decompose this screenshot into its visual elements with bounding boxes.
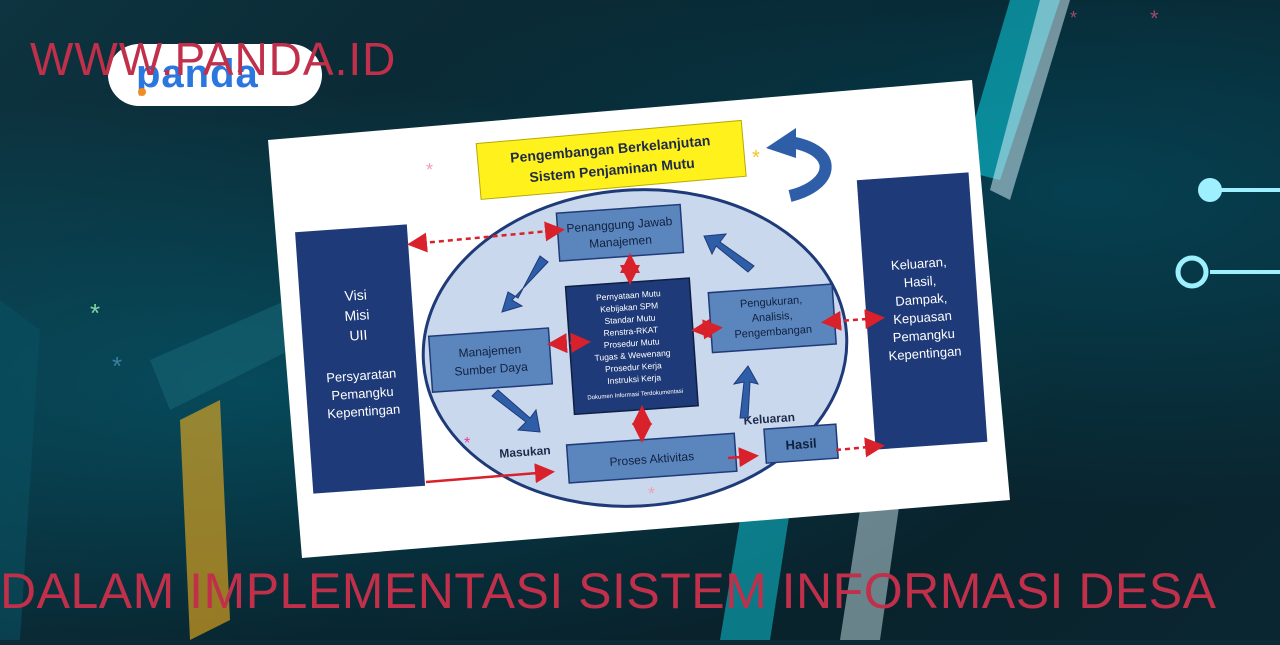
left-box-line: Manajemen (458, 342, 522, 360)
right-panel-line: Dampak, (895, 290, 948, 309)
solid-connectors (425, 447, 759, 484)
output-label: Keluaran (743, 410, 795, 428)
footer-caption: DALAM IMPLEMENTASI SISTEM INFORMASI DESA (0, 563, 1217, 619)
sparkle-icon: * (426, 160, 433, 180)
right-panel (856, 172, 988, 450)
right-box-line: Pengembangan (734, 324, 812, 341)
left-panel-line: Visi (344, 286, 367, 304)
left-panel-line: Misi (344, 306, 370, 324)
svg-text:*: * (1070, 8, 1077, 28)
site-url-watermark: WWW.PANDA.ID (30, 33, 397, 85)
right-panel-line: Kepentingan (888, 343, 962, 363)
right-panel-line: Hasil, (903, 273, 936, 290)
right-panel-line: Kepuasan (893, 308, 952, 327)
logo-dot-icon (138, 88, 146, 96)
left-panel-line: Persyaratan (326, 366, 397, 386)
center-box-line: Pernyataan Mutu (596, 288, 662, 303)
left-box (427, 327, 554, 394)
svg-text:*: * (1150, 6, 1159, 31)
left-panel-line: Pemangku (331, 384, 394, 403)
left-box-line: Sumber Daya (454, 360, 528, 379)
center-box-line: Kebijakan SPM (600, 300, 659, 314)
bottom-box-label: Proses Aktivitas (609, 449, 694, 469)
arrow-down-right-icon (491, 389, 541, 433)
center-box-line: Prosedur Kerja (605, 360, 663, 374)
center-box-line: Renstra-RKAT (603, 324, 658, 338)
left-panel (295, 224, 426, 494)
right-panel-line: Pemangku (892, 326, 955, 345)
left-panel-line: UII (349, 326, 368, 343)
arrow-up-icon (732, 365, 759, 419)
svg-text:*: * (90, 298, 100, 328)
logo-badge (108, 44, 322, 106)
output-box (763, 423, 839, 464)
sparkle-icon: * (648, 484, 655, 504)
flow-connectors (407, 221, 885, 458)
connector-dot-icon (1198, 178, 1222, 202)
center-box-line: Prosedur Mutu (604, 336, 661, 350)
cycle-arrow-icon (788, 136, 832, 202)
right-panel-line: Keluaran, (890, 254, 947, 273)
cycle-arrows (491, 233, 759, 433)
arrow-up-left-icon (703, 233, 755, 273)
right-box-line: Pengukuran, (740, 294, 803, 310)
cycle-arrowhead-icon (766, 128, 796, 158)
arrow-down-left-icon (501, 255, 549, 313)
svg-text:*: * (112, 351, 122, 381)
input-label: Masukan (499, 443, 551, 461)
sparkle-icon: * (752, 147, 760, 169)
right-box-line: Analisis, (751, 310, 793, 325)
center-box-line: Standar Mutu (604, 312, 656, 326)
logo: panda (136, 52, 259, 96)
center-box-line: Instruksi Kerja (607, 372, 662, 386)
output-box-label: Hasil (785, 436, 817, 453)
connector-ring-icon (1175, 255, 1209, 289)
left-panel-line: Kepentingan (327, 401, 401, 421)
diagram-title-box (475, 119, 747, 200)
top-box-line: Manajemen (589, 233, 653, 251)
sparkle-icon: * (464, 435, 470, 452)
